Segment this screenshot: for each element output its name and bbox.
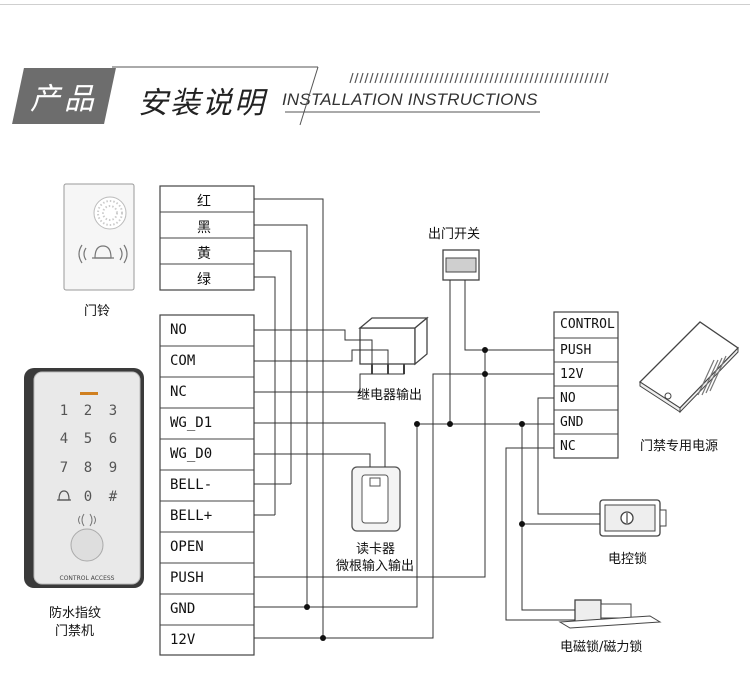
header-hatch xyxy=(349,72,609,84)
doorbell-label: 门铃 xyxy=(84,304,111,319)
header-decoration xyxy=(112,66,540,126)
svg-text:6: 6 xyxy=(109,431,117,447)
maglock-device xyxy=(558,599,662,629)
power-terminal-block xyxy=(553,311,619,459)
power-terminal-12v: 12V xyxy=(560,367,584,382)
terminal-wg-d0: WG_D0 xyxy=(170,446,213,462)
power-terminal-nc: NC xyxy=(560,439,576,454)
terminal-bell-plus: BELL+ xyxy=(170,508,213,524)
card-reader-label-2: 微根输入输出 xyxy=(336,559,415,574)
svg-text:4: 4 xyxy=(60,431,68,447)
svg-text:5: 5 xyxy=(84,431,92,447)
svg-text:1: 1 xyxy=(60,403,68,419)
terminal-gnd: GND xyxy=(170,601,196,617)
power-terminal-control: CONTROL xyxy=(560,317,615,332)
wires xyxy=(254,198,600,639)
access-controller-label-1: 防水指纹 xyxy=(49,606,102,621)
doorbell-device xyxy=(63,183,135,291)
terminal-red: 红 xyxy=(197,194,211,210)
terminal-open: OPEN xyxy=(170,539,204,555)
doorbell-terminal-block xyxy=(159,185,255,291)
header-title-cn: 安装说明 xyxy=(138,86,266,121)
terminal-12v: 12V xyxy=(170,632,196,648)
power-terminal-gnd: GND xyxy=(560,415,584,430)
terminal-yellow: 黄 xyxy=(197,246,211,262)
electric-lock-device xyxy=(599,499,667,537)
terminal-black: 黑 xyxy=(197,220,211,236)
reader-brand: CONTROL ACCESS xyxy=(60,575,115,582)
power-supply-device xyxy=(638,321,740,414)
bell-icon xyxy=(78,244,128,264)
terminal-green: 绿 xyxy=(197,272,211,288)
maglock-label: 电磁锁/磁力锁 xyxy=(560,640,643,655)
relay-label: 继电器输出 xyxy=(357,388,423,403)
junction-dots xyxy=(304,347,525,641)
svg-text:3: 3 xyxy=(109,403,117,419)
svg-text:9: 9 xyxy=(109,460,117,476)
svg-text:#: # xyxy=(109,489,118,505)
power-supply-label: 门禁专用电源 xyxy=(640,439,719,454)
header-badge: 产品 xyxy=(30,82,98,117)
rfid-icon xyxy=(78,513,96,527)
power-terminal-push: PUSH xyxy=(560,343,592,358)
svg-text:7: 7 xyxy=(60,460,68,476)
access-controller-label-2: 门禁机 xyxy=(55,624,95,639)
keypad-bell-icon xyxy=(57,490,71,501)
terminal-push: PUSH xyxy=(170,570,204,586)
exit-button-label: 出门开关 xyxy=(428,227,481,242)
svg-text:0: 0 xyxy=(84,489,92,505)
terminal-no: NO xyxy=(170,322,187,338)
card-reader-label-1: 读卡器 xyxy=(356,542,396,557)
svg-text:8: 8 xyxy=(84,460,92,476)
terminal-bell-minus: BELL- xyxy=(170,477,213,493)
relay-device xyxy=(358,316,429,374)
exit-button-device xyxy=(442,249,480,281)
terminal-nc: NC xyxy=(170,384,187,400)
terminal-wg-d1: WG_D1 xyxy=(170,415,213,431)
card-reader-device xyxy=(351,466,401,532)
electric-lock-label: 电控锁 xyxy=(608,552,648,567)
header-title-en: INSTALLATION INSTRUCTIONS xyxy=(282,90,538,109)
terminal-com: COM xyxy=(170,353,196,369)
svg-text:2: 2 xyxy=(84,403,92,419)
power-terminal-no: NO xyxy=(560,391,576,406)
top-divider xyxy=(0,4,750,5)
main-terminal-block xyxy=(159,314,255,656)
